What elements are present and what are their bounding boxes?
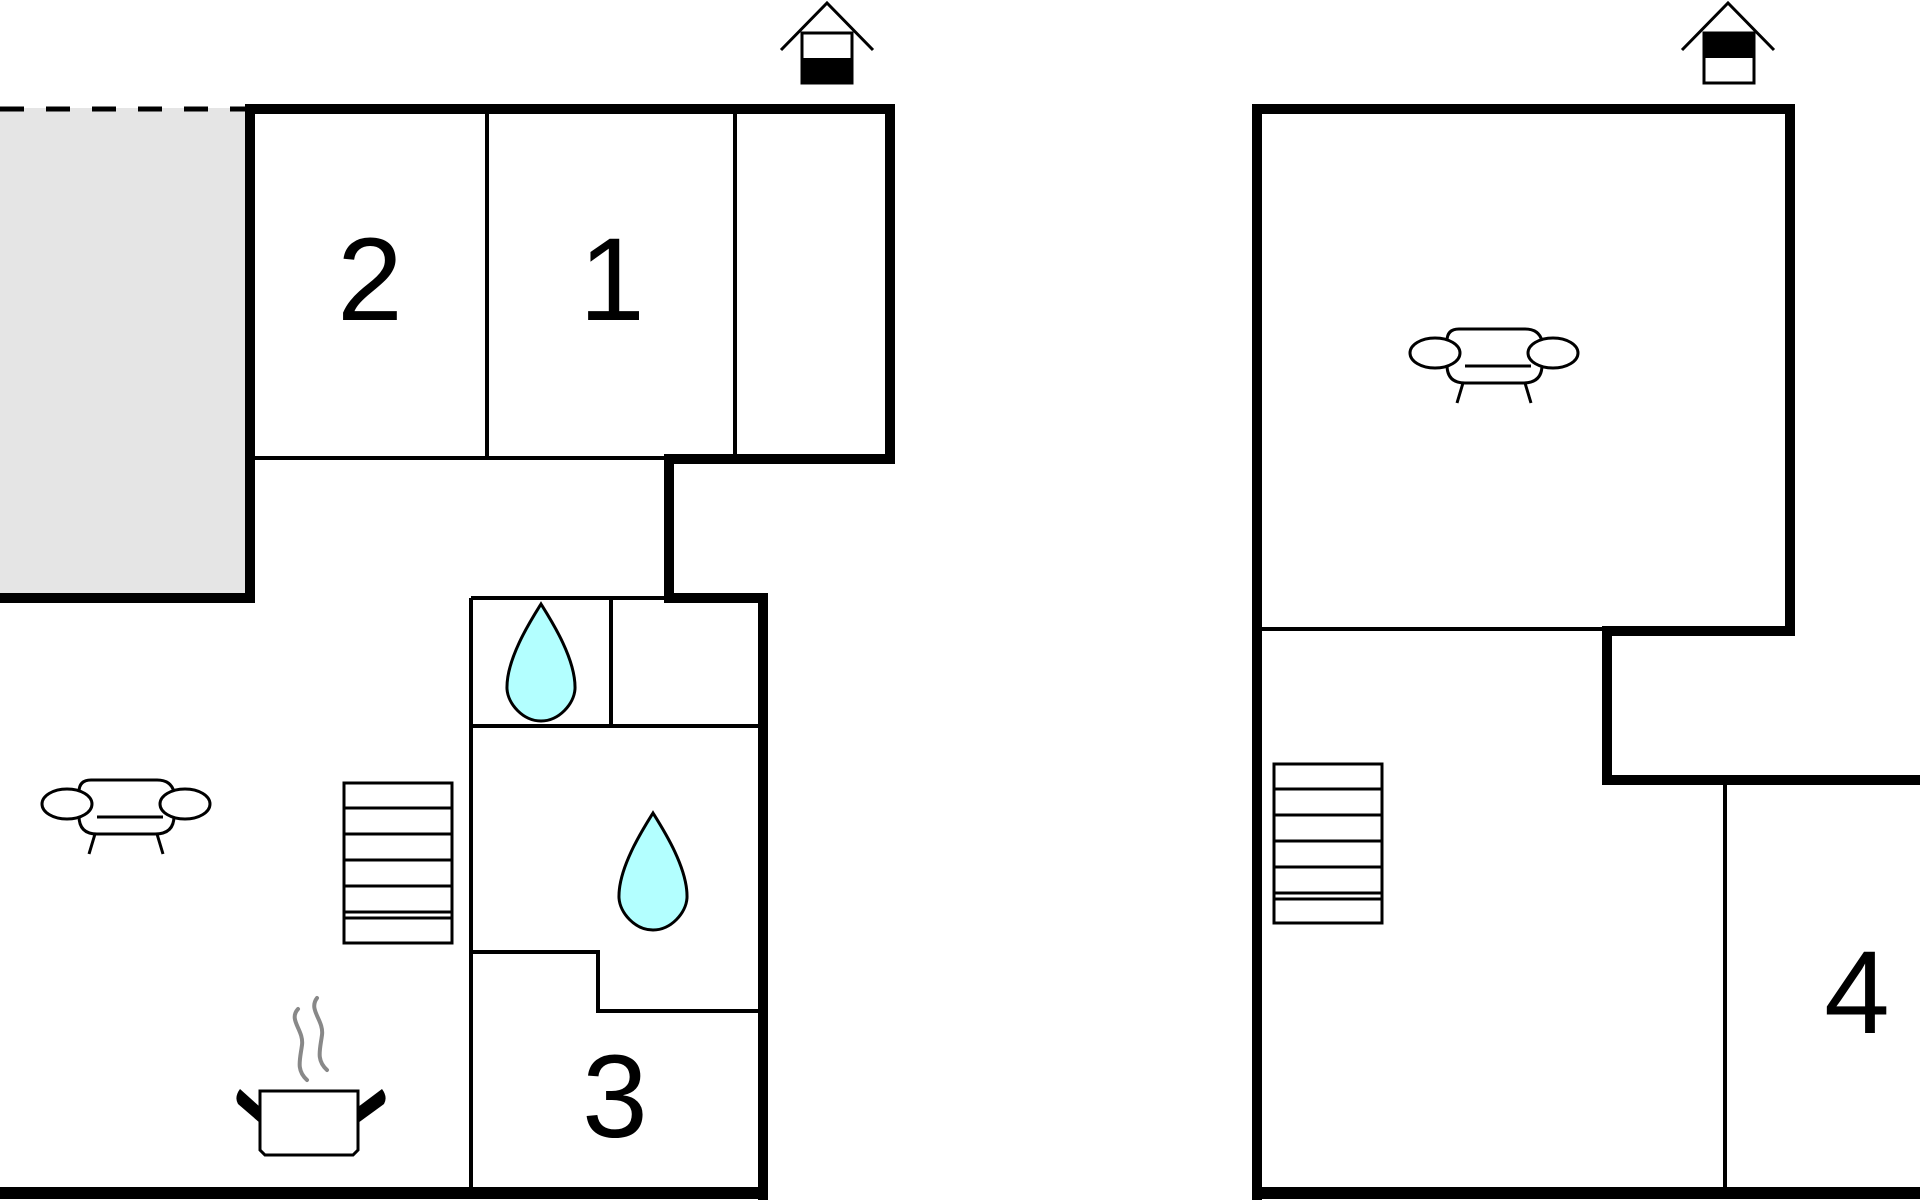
- stairs-icon: [342, 781, 454, 945]
- sofa-icon: [1408, 327, 1580, 405]
- interior-walls: [250, 112, 758, 1190]
- room-label-1: 1: [579, 214, 645, 346]
- terrace-area: [0, 108, 250, 598]
- interior-walls-upper: [1262, 627, 1727, 1190]
- ground-floor: 2 1 3: [0, 0, 895, 1200]
- room-label-4: 4: [1824, 927, 1890, 1059]
- cooking-pot-icon: [236, 996, 386, 1157]
- stairs-icon: [1272, 762, 1384, 925]
- water-drop-icon: [617, 811, 689, 932]
- exterior-wall-top: [0, 104, 895, 1200]
- house-icon-lower-level: [779, 0, 875, 85]
- water-drop-icon: [505, 602, 577, 723]
- room-label-2: 2: [337, 214, 403, 346]
- exterior-wall-upper: [1252, 104, 1920, 1200]
- upper-floor: 4: [1252, 0, 1920, 1200]
- sofa-icon: [40, 778, 212, 856]
- house-icon-upper-level: [1680, 0, 1776, 85]
- room-label-3: 3: [582, 1031, 648, 1163]
